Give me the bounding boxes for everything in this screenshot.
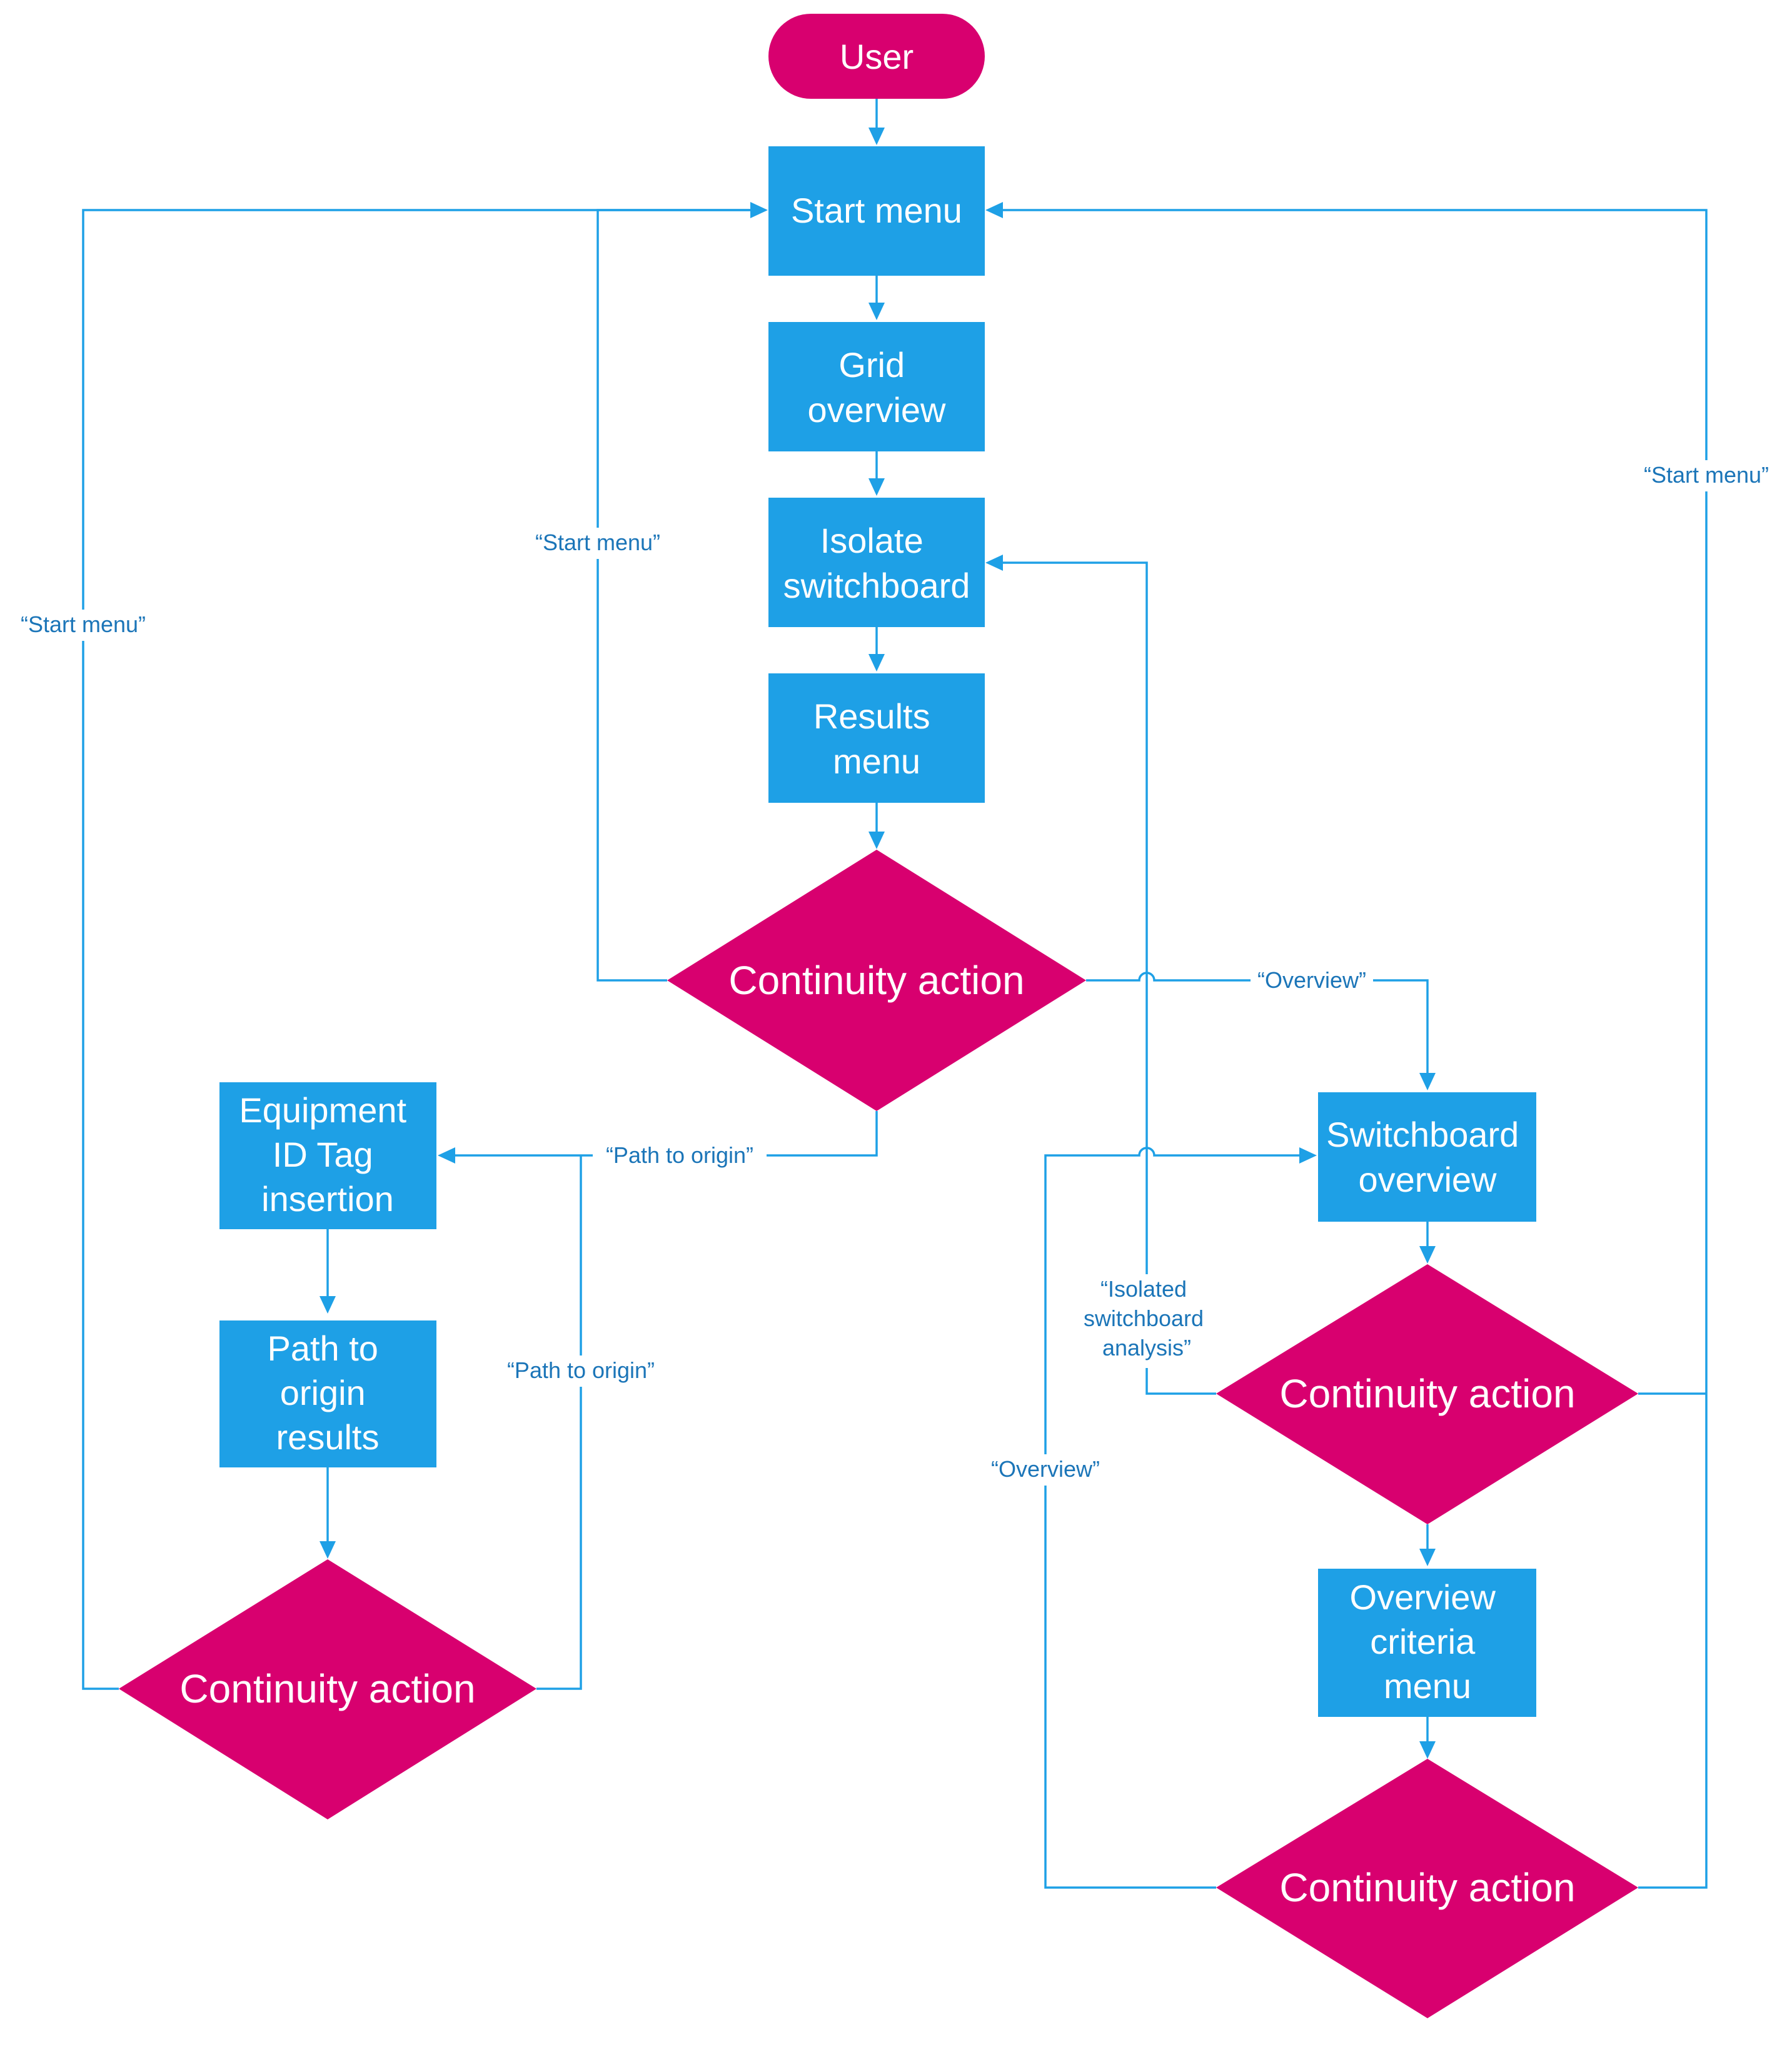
arrowhead <box>1419 1246 1436 1264</box>
edge-label-path-to-origin-loop: “Path to origin” <box>507 1357 655 1383</box>
continuity-action-right-lower-label: Continuity action <box>1279 1865 1575 1910</box>
edge-labels: “Start menu” “Start menu” “Start menu” “… <box>13 460 1777 1486</box>
path-to-origin-results-label: Path to origin results <box>267 1329 388 1457</box>
continuity-action-right-upper <box>1216 1264 1638 1524</box>
continuity-action-right-upper-label: Continuity action <box>1279 1371 1575 1416</box>
edge-continuity-right-upper-to-isolate <box>992 561 1216 1395</box>
switchboard-overview-label: Switchboard overview <box>1326 1115 1529 1199</box>
continuity-action-left <box>119 1559 536 1819</box>
arrowhead <box>1299 1147 1317 1164</box>
overview-criteria-menu-box <box>1318 1569 1536 1717</box>
edge-continuity-main-to-equipment <box>444 1111 878 1157</box>
path-to-origin-results-box <box>219 1320 436 1467</box>
isolate-switchboard-label: Isolate switchboard <box>783 521 970 605</box>
continuity-action-main-label: Continuity action <box>728 958 1024 1003</box>
equipment-id-tag-label: Equipment ID Tag insertion <box>239 1090 416 1219</box>
arrowhead <box>868 832 885 849</box>
edge-continuity-main-to-start-menu <box>596 209 762 982</box>
edge-continuity-right-lower-to-start-menu <box>992 209 1708 1889</box>
arrowhead <box>868 128 885 145</box>
arrowhead <box>868 303 885 320</box>
switchboard-overview-box <box>1318 1092 1536 1222</box>
equipment-id-tag-box <box>219 1082 436 1229</box>
grid-overview-box <box>768 322 985 451</box>
arrowhead <box>1419 1073 1436 1090</box>
arrowhead <box>985 202 1003 218</box>
start-menu-box <box>768 146 985 276</box>
user-label: User <box>840 37 914 76</box>
continuity-action-right-lower <box>1216 1759 1638 2018</box>
arrowhead <box>320 1296 336 1314</box>
results-menu-box <box>768 673 985 803</box>
overview-criteria-menu-label: Overview criteria menu <box>1350 1577 1506 1706</box>
isolate-switchboard-box <box>768 498 985 627</box>
continuity-action-left-label: Continuity action <box>179 1666 475 1711</box>
arrowhead <box>985 555 1003 571</box>
continuity-action-main <box>667 850 1086 1111</box>
user-terminal <box>768 14 985 99</box>
arrowhead <box>868 478 885 496</box>
start-menu-label: Start menu <box>791 191 962 230</box>
edge-label-path-to-origin-main: “Path to origin” <box>606 1142 753 1168</box>
edge-label-start-menu-right: “Start menu” <box>1644 462 1769 488</box>
grid-overview-label: Grid overview <box>808 345 947 430</box>
nodes: User Start menu Grid overview Isolate sw… <box>119 14 1638 2018</box>
edge-continuity-left-to-equipment <box>536 1155 582 1690</box>
arrowhead <box>868 654 885 671</box>
arrowhead <box>1419 1549 1436 1566</box>
edges <box>82 99 1708 1889</box>
results-menu-label: Results menu <box>813 697 940 781</box>
edge-label-start-menu-center: “Start menu” <box>535 530 660 555</box>
edge-label-overview-main: “Overview” <box>1257 967 1366 993</box>
arrowhead <box>438 1147 455 1164</box>
edge-continuity-right-lower-to-switchboard <box>1044 1147 1311 1889</box>
edge-label-overview-loop: “Overview” <box>991 1456 1100 1482</box>
edge-continuity-left-to-start-menu <box>82 209 762 1690</box>
edge-label-isolated-switchboard-analysis: “Isolated switchboard analysis” <box>1084 1276 1210 1360</box>
arrowhead <box>320 1541 336 1559</box>
arrowhead <box>1419 1741 1436 1759</box>
edge-label-start-menu-left: “Start menu” <box>21 611 146 637</box>
